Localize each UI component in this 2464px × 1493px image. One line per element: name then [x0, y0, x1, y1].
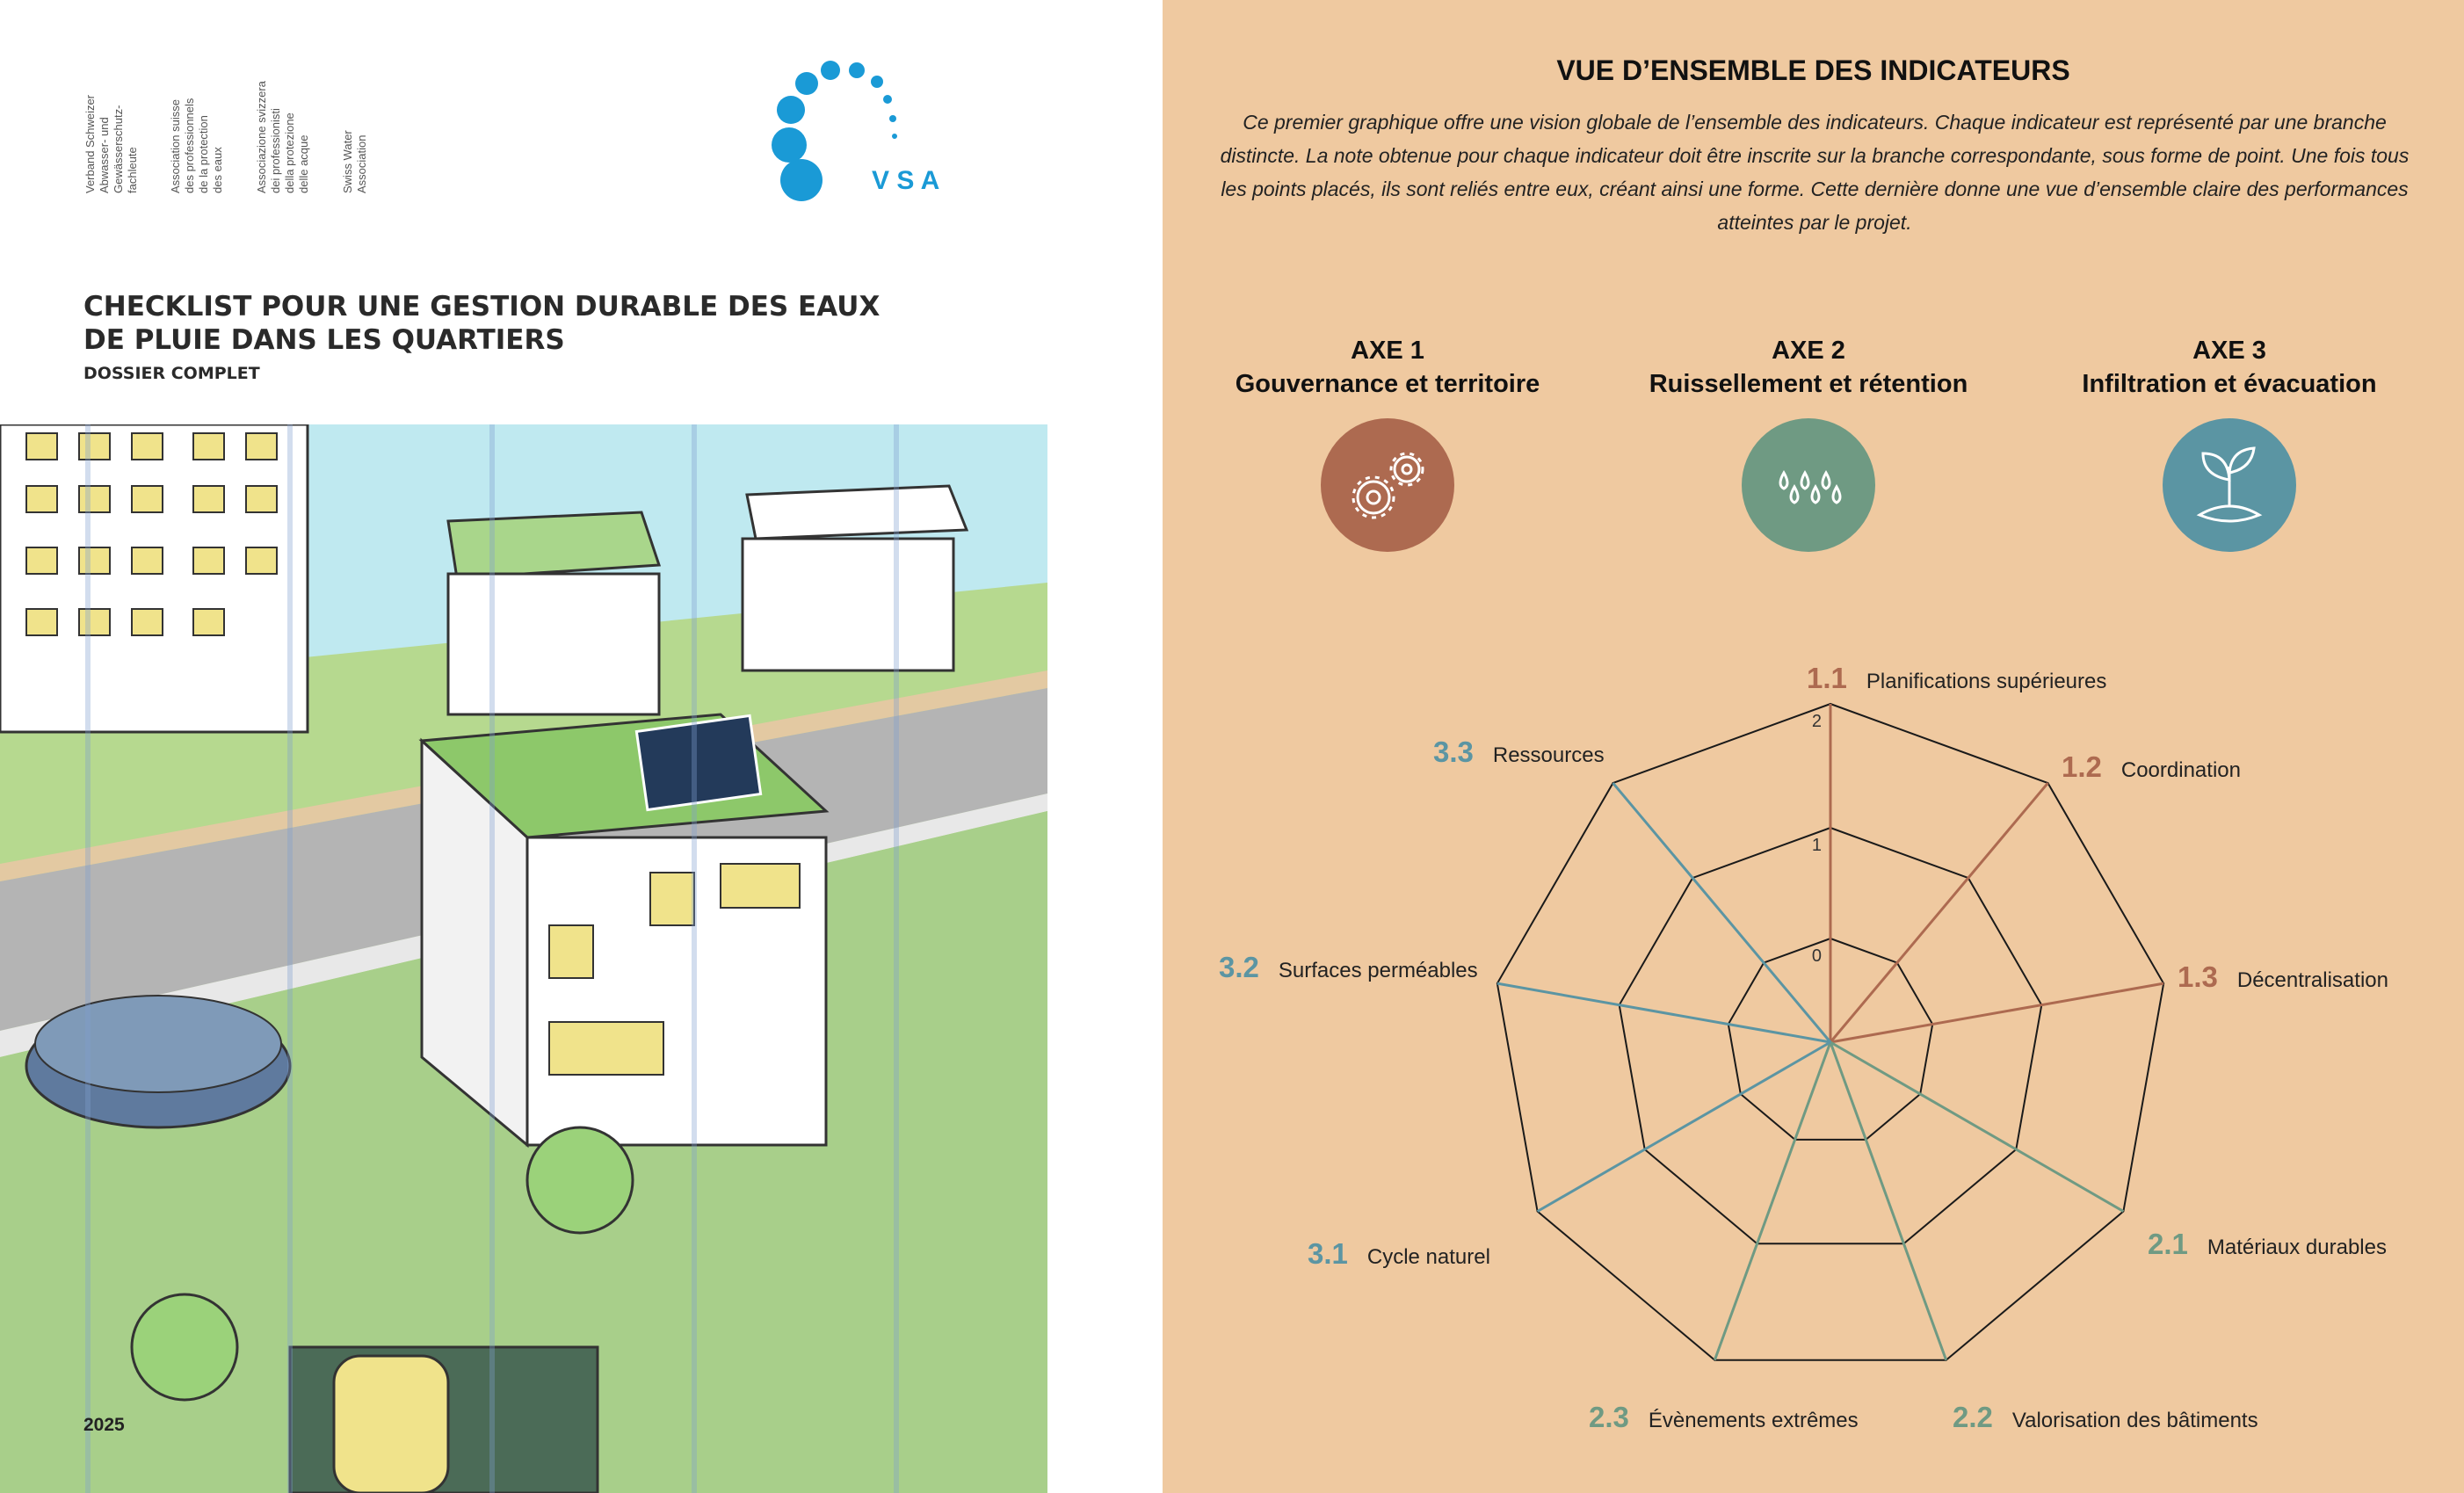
axis-3-title: AXE 3 — [2192, 337, 2266, 365]
radar-tick-label: 1 — [1812, 836, 1822, 855]
indicator-label-1.2: 1.2 Coordination — [2062, 750, 2241, 784]
axis-2-name: Ruissellement et rétention — [1649, 370, 1968, 398]
axis-1-title: AXE 1 — [1351, 337, 1424, 365]
axis-2-title: AXE 2 — [1772, 337, 1845, 365]
logo-text: V S A — [872, 166, 939, 195]
radar-spoke-2.1 — [1830, 1040, 2125, 1213]
indicator-number: 3.3 — [1433, 736, 1474, 768]
indicator-label-3.1: 3.1 Cycle naturel — [1308, 1237, 1490, 1271]
plant-icon — [2163, 418, 2296, 552]
neighborhood-illustration — [0, 424, 1047, 1493]
axis-1-header: AXE 1 Gouvernance et territoire — [1194, 334, 1581, 401]
gears-icon — [1321, 418, 1454, 552]
radar-spoke-2.2 — [1829, 1041, 1948, 1361]
radar-spoke-1.2 — [1829, 782, 2049, 1043]
axis-2-header: AXE 2 Ruissellement et rétention — [1615, 334, 2002, 401]
indicator-label-3.3: 3.3 Ressources — [1433, 736, 1605, 769]
indicator-number: 2.3 — [1589, 1401, 1629, 1433]
publication-year: 2025 — [83, 1415, 125, 1435]
indicator-number: 1.2 — [2062, 750, 2102, 783]
indicator-name: Planifications supérieures — [1866, 670, 2107, 693]
axis-3-name: Infiltration et évacuation — [2082, 370, 2377, 398]
indicator-name: Valorisation des bâtiments — [2011, 1409, 2258, 1432]
document-subtitle: DOSSIER COMPLET — [83, 364, 260, 383]
radar-ring-1 — [1618, 826, 2043, 1245]
indicator-number: 1.1 — [1807, 662, 1847, 694]
section-title: VUE D’ENSEMBLE DES INDICATEURS — [1556, 54, 2070, 86]
indicator-name: Décentralisation — [2236, 968, 2388, 992]
indicator-label-3.2: 3.2 Surfaces perméables — [1219, 951, 1478, 984]
radar-tick-label: 0 — [1812, 946, 1822, 966]
radar-ring-0 — [1727, 937, 1934, 1141]
radar-ring-2 — [1496, 702, 2165, 1361]
indicator-label-1.1: 1.1 Planifications supérieures — [1807, 662, 2106, 695]
indicator-name: Évènements extrêmes — [1648, 1409, 1859, 1432]
indicator-number: 2.1 — [2148, 1228, 2188, 1260]
indicator-label-2.3: 2.3 Évènements extrêmes — [1589, 1401, 1859, 1434]
indicator-number: 1.3 — [2178, 960, 2218, 993]
cover-page: Verband Schweizer Abwasser- und Gewässer… — [0, 0, 1163, 1493]
axis-3-header: AXE 3 Infiltration et évacuation — [2036, 334, 2423, 401]
radar-spoke-3.3 — [1612, 782, 1832, 1043]
document-title: CHECKLIST POUR UNE GESTION DURABLE DES E… — [83, 291, 881, 356]
indicator-number: 3.1 — [1308, 1237, 1348, 1270]
indicator-name: Coordination — [2120, 758, 2241, 782]
radar-spoke-2.3 — [1713, 1041, 1832, 1361]
indicator-label-1.3: 1.3 Décentralisation — [2178, 960, 2388, 994]
indicators-overview-page: VUE D’ENSEMBLE DES INDICATEURS Ce premie… — [1163, 0, 2464, 1493]
radar-spoke-3.2 — [1497, 982, 1831, 1044]
section-description: Ce premier graphique offre une vision gl… — [1220, 111, 2410, 234]
radar-spoke-3.1 — [1536, 1040, 1831, 1213]
indicator-label-2.2: 2.2 Valorisation des bâtiments — [1953, 1401, 2258, 1434]
radar-spoke-1.3 — [1830, 982, 2164, 1044]
indicator-number: 2.2 — [1953, 1401, 1993, 1433]
indicator-name: Ressources — [1492, 743, 1605, 767]
indicator-label-2.1: 2.1 Matériaux durables — [2148, 1228, 2387, 1261]
water-drops-icon — [1742, 418, 1875, 552]
indicator-name: Surfaces perméables — [1278, 959, 1478, 982]
indicator-name: Matériaux durables — [2207, 1236, 2387, 1259]
axis-1-name: Gouvernance et territoire — [1235, 370, 1540, 398]
indicator-number: 3.2 — [1219, 951, 1259, 983]
vsa-logo: V S A — [772, 61, 939, 201]
indicator-name: Cycle naturel — [1366, 1245, 1490, 1269]
radar-tick-label: 2 — [1812, 712, 1822, 731]
